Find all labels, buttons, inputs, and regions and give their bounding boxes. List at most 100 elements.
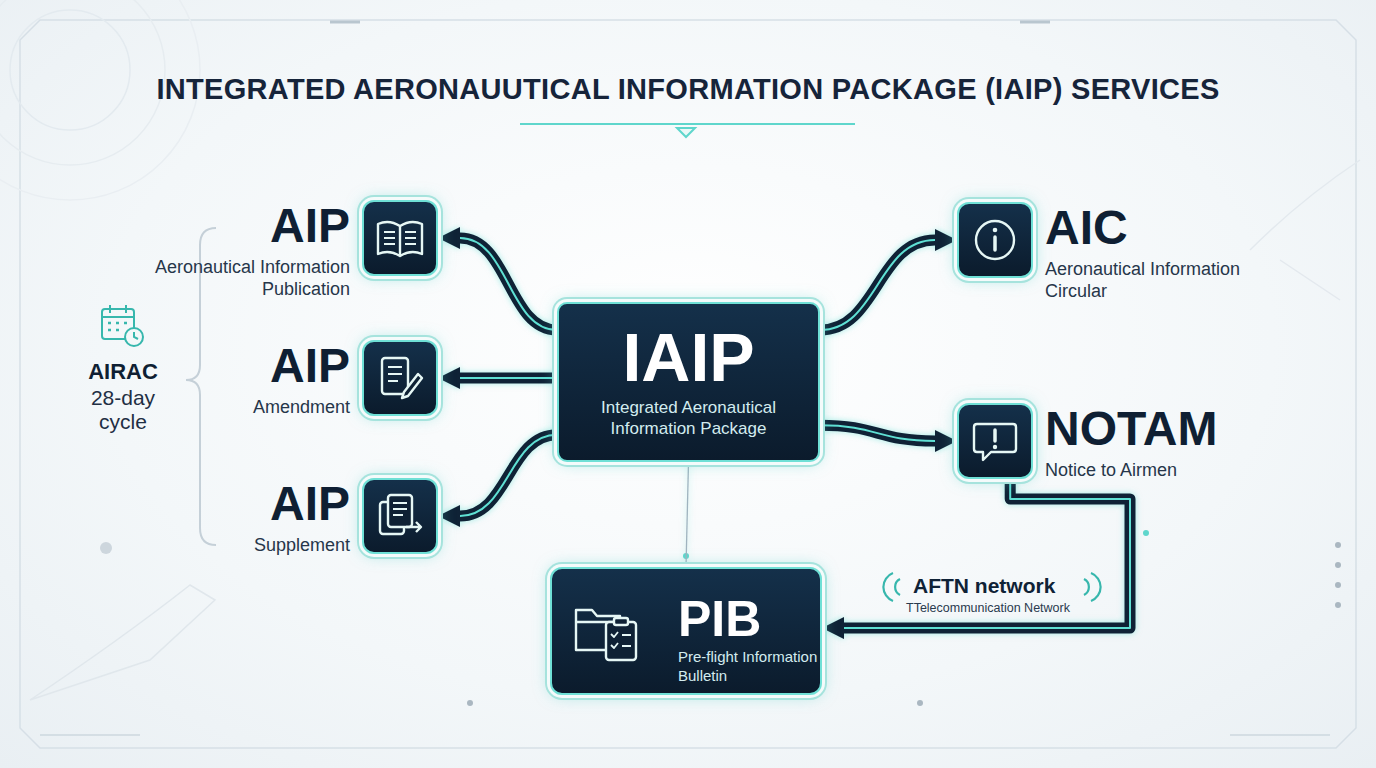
diagram-title: INTEGRATED AERONAUUTICAL INFORMATION PAC… bbox=[0, 72, 1376, 106]
text-group: AIPSupplement bbox=[100, 480, 350, 556]
info-icon bbox=[976, 221, 1014, 259]
folder-clipboard-icon bbox=[576, 621, 620, 623]
node-heading: AIC bbox=[1045, 204, 1295, 252]
connector-highlight bbox=[820, 425, 935, 441]
node-description: Aeronautical Information Circular bbox=[1045, 258, 1245, 302]
node-description: Supplement bbox=[150, 534, 350, 556]
alert-bubble-icon bbox=[993, 445, 997, 449]
frame-decoration bbox=[0, 0, 165, 165]
notam-box: NOTAMNotice to Airmen bbox=[957, 403, 1033, 479]
node-heading: NOTAM bbox=[1045, 405, 1295, 453]
alert-bubble-icon bbox=[974, 424, 1016, 460]
text-group: PIB Pre-flight Information Bulletin bbox=[678, 595, 818, 685]
node-heading: AIP bbox=[100, 202, 350, 250]
signal-waves bbox=[1091, 573, 1101, 601]
connector-group bbox=[844, 479, 1130, 628]
decor-dots bbox=[467, 700, 473, 706]
signal-waves bbox=[883, 573, 1100, 601]
decor-teal-dots bbox=[1143, 530, 1149, 536]
folder-clipboard-icon bbox=[576, 610, 636, 660]
flow-connector bbox=[460, 435, 557, 516]
calendar-icon bbox=[102, 316, 134, 318]
title-underline bbox=[677, 128, 695, 137]
supplement-box: AIPSupplement bbox=[362, 478, 438, 554]
book-icon bbox=[384, 232, 416, 244]
supplement-icon bbox=[406, 522, 421, 532]
connector-highlight bbox=[844, 479, 1130, 628]
folder-clipboard-icon bbox=[576, 610, 620, 650]
connector-group bbox=[460, 435, 557, 516]
decor-teal-dots bbox=[683, 530, 1149, 559]
decor-dots bbox=[100, 542, 1341, 706]
alert-bubble-icon bbox=[993, 430, 997, 441]
calendar-icon bbox=[102, 309, 134, 339]
signal-waves bbox=[1084, 579, 1089, 595]
network-subtitle: TTelecommunication Network bbox=[906, 601, 1096, 616]
document-edit-icon bbox=[388, 367, 402, 381]
package-box: IAIP Integrated Aeronautical Information … bbox=[557, 302, 820, 462]
frame-decoration bbox=[10, 10, 130, 130]
connector-group bbox=[460, 378, 557, 379]
frame-decoration bbox=[1250, 160, 1360, 300]
supplement-icon bbox=[393, 503, 407, 515]
node-description: Amendment bbox=[150, 396, 350, 418]
folder-clipboard-icon bbox=[611, 632, 631, 648]
book-icon bbox=[378, 222, 422, 256]
folder-clipboard-icon bbox=[606, 622, 636, 660]
calendar-icon bbox=[125, 305, 127, 313]
info-icon bbox=[993, 228, 998, 233]
node-description: Pre-flight Information Bulletin bbox=[678, 647, 818, 685]
connector-highlight bbox=[460, 377, 557, 379]
connector-label: AFTN network bbox=[913, 574, 1055, 598]
flow-connector bbox=[844, 479, 1130, 628]
decor-dots bbox=[100, 542, 112, 554]
text-group: IAIP Integrated Aeronautical Information … bbox=[559, 304, 818, 460]
document-edit-icon bbox=[382, 358, 422, 398]
node-description: Integrated Aeronautical Information Pack… bbox=[574, 397, 804, 439]
info-icon bbox=[976, 221, 1014, 259]
decor-dots bbox=[1335, 602, 1341, 608]
decor-dots bbox=[1335, 562, 1341, 568]
amendment-box: AIPAmendment bbox=[362, 340, 438, 416]
connector-group bbox=[460, 238, 557, 330]
calendar-icon bbox=[109, 305, 111, 313]
calendar-icon bbox=[108, 323, 127, 330]
node-description: Aeronautical Information Publication bbox=[150, 256, 350, 300]
document-edit-icon bbox=[402, 374, 422, 398]
text-group: AIP Aeronautical Information Publication bbox=[100, 202, 350, 300]
title-underline bbox=[520, 123, 855, 125]
connector-highlight bbox=[820, 240, 935, 330]
decor-dots bbox=[1335, 542, 1341, 548]
circular-box: AICAeronautical Information Circular bbox=[957, 202, 1033, 278]
connector-highlight bbox=[460, 238, 557, 330]
calendar-icon bbox=[102, 305, 143, 346]
bulletin-box: PIB Pre-flight Information Bulletin bbox=[550, 567, 822, 695]
calendar-icon bbox=[134, 332, 138, 339]
flow-connector bbox=[460, 238, 557, 330]
decor-teal-dots bbox=[683, 553, 689, 559]
book-icon bbox=[378, 222, 422, 256]
connector-highlight bbox=[460, 435, 557, 516]
supplement-icon bbox=[388, 495, 412, 527]
node-heading: IAIP bbox=[622, 325, 754, 389]
text-group: NOTAMNotice to Airmen bbox=[1045, 405, 1295, 481]
signal-waves bbox=[883, 573, 893, 601]
title-underline bbox=[520, 124, 855, 137]
document-edit-icon bbox=[382, 358, 408, 394]
frame-decoration bbox=[30, 585, 215, 700]
connector-group bbox=[686, 462, 689, 567]
flow-connector bbox=[820, 240, 935, 330]
decor-dots bbox=[1335, 582, 1341, 588]
calendar-icon bbox=[125, 328, 143, 346]
node-heading: PIB bbox=[678, 595, 818, 643]
signal-waves bbox=[895, 579, 900, 595]
supplement-icon bbox=[380, 502, 404, 534]
supplement-icon bbox=[380, 495, 421, 534]
folder-clipboard-icon bbox=[614, 618, 628, 625]
connector-group bbox=[820, 425, 935, 441]
frame-decoration bbox=[330, 21, 1050, 24]
flow-connector bbox=[820, 425, 935, 441]
